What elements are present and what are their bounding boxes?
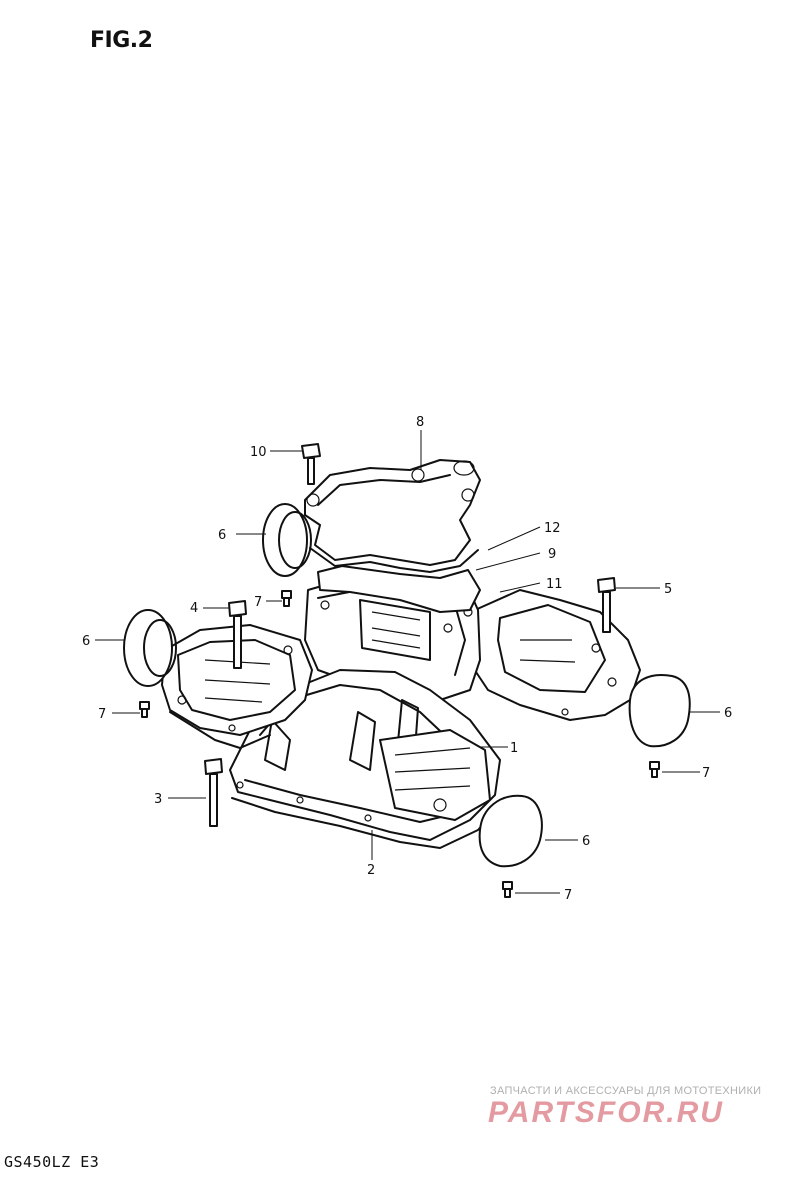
breather-cover-cap <box>304 459 481 566</box>
bolt-part-10 <box>301 443 321 485</box>
cover-gasket <box>231 797 501 849</box>
callout-7-front: 7 <box>564 888 572 903</box>
callout-6-right: 6 <box>724 706 732 721</box>
screw-7-upper <box>281 590 292 607</box>
round-cap-front <box>478 794 543 868</box>
screw-7-left <box>139 701 150 718</box>
watermark-tagline: ЗАПЧАСТИ И АКСЕССУАРЫ ДЛЯ МОТОТЕХНИКИ <box>490 1085 762 1097</box>
bolt-part-5 <box>597 577 616 633</box>
watermark-logo: PARTSFOR.RU <box>488 1096 724 1129</box>
callout-10: 10 <box>250 445 267 460</box>
round-cap-left-top <box>262 503 312 577</box>
callout-8: 8 <box>416 415 424 430</box>
callout-6-left: 6 <box>82 634 90 649</box>
callout-5: 5 <box>664 582 672 597</box>
callout-3: 3 <box>154 792 162 807</box>
callout-4: 4 <box>190 601 198 616</box>
round-cap-left <box>123 609 177 687</box>
screw-7-front <box>502 881 513 898</box>
bolt-part-3 <box>204 758 223 827</box>
callout-12: 12 <box>544 521 561 536</box>
model-code-label: GS450LZ E3 <box>4 1153 100 1171</box>
screw-7-right <box>649 761 660 778</box>
callout-6-top: 6 <box>218 528 226 543</box>
callout-6-front: 6 <box>582 834 590 849</box>
round-cap-right <box>628 674 691 748</box>
right-cylinder-head-cover <box>474 589 641 721</box>
breather-cover-gasket <box>309 547 479 573</box>
callout-7-upper: 7 <box>254 595 262 610</box>
callout-9: 9 <box>548 547 556 562</box>
bolt-part-4 <box>228 600 247 669</box>
callout-2: 2 <box>367 863 375 878</box>
callout-11: 11 <box>546 577 563 592</box>
callout-1: 1 <box>510 741 518 756</box>
callout-7-right: 7 <box>702 766 710 781</box>
front-cylinder-head-cover <box>229 669 501 841</box>
leader-lines <box>95 430 720 894</box>
callout-7-left: 7 <box>98 707 106 722</box>
breather-cover-lower <box>317 565 481 613</box>
figure-title: FIG.2 <box>90 28 153 53</box>
